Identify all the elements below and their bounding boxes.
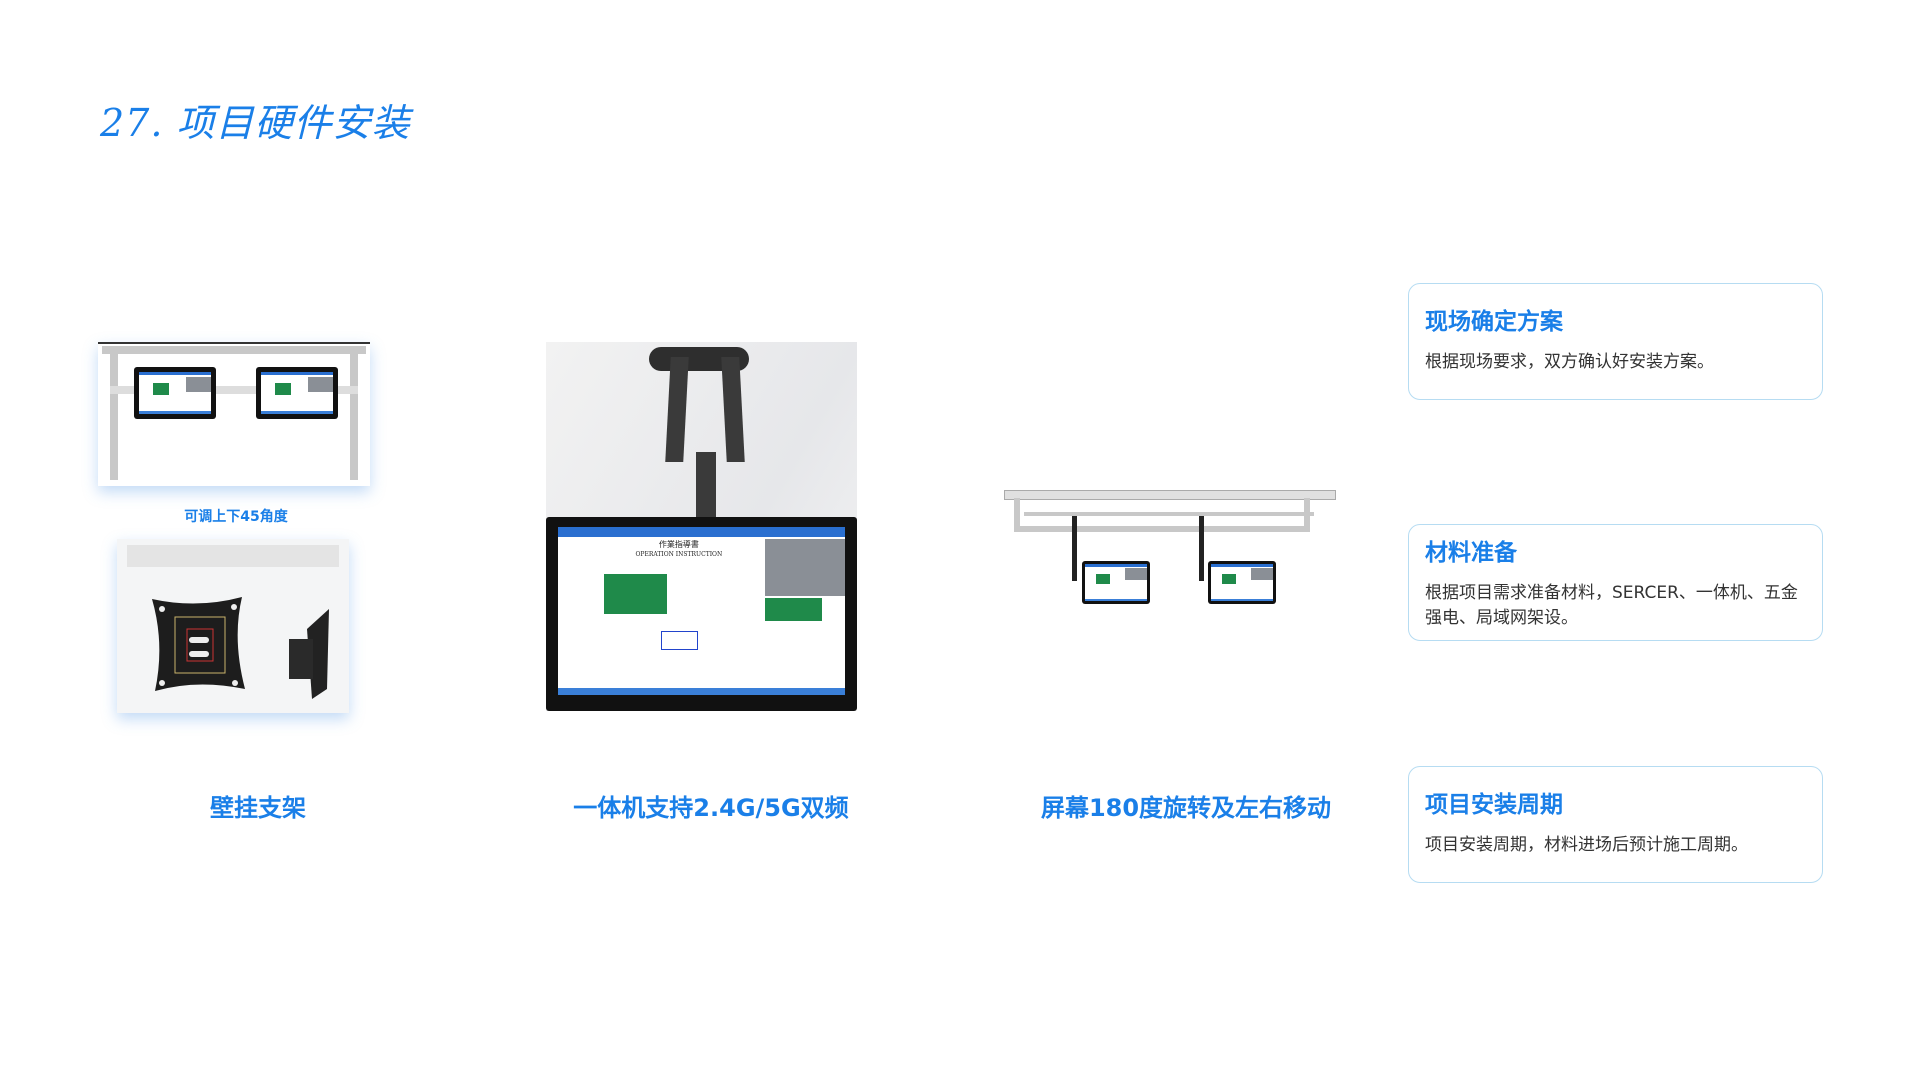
rack-cross-bar <box>110 386 358 394</box>
all-in-one-photo: 作業指導書 OPERATION INSTRUCTION <box>546 342 857 711</box>
rack-right-post <box>350 352 358 480</box>
rack-left-post <box>110 352 118 480</box>
wall-rack-photo <box>98 342 370 486</box>
all-in-one-caption: 一体机支持2.4G/5G双频 <box>573 794 849 822</box>
mount-arm-left <box>665 357 689 462</box>
frame-bottom-rail <box>1014 526 1310 532</box>
monitor-right <box>256 367 338 419</box>
screen-heading: 作業指導書 OPERATION INSTRUCTION <box>635 540 722 560</box>
screen-title-en: OPERATION INSTRUCTION <box>635 551 723 559</box>
card-body: 根据项目需求准备材料，SERCER、一体机、五金强电、局域网架设。 <box>1425 583 1798 628</box>
angle-label: 可调上下45角度 <box>184 509 288 525</box>
ceiling-rail-caption: 屏幕180度旋转及左右移动 <box>1040 794 1332 822</box>
card-body: 项目安装周期，材料进场后预计施工周期。 <box>1425 835 1748 855</box>
vesa-bracket-photo <box>117 539 349 713</box>
card-body: 根据现场要求，双方确认好安装方案。 <box>1425 352 1714 372</box>
card-install-period: 项目安装周期 项目安装周期，材料进场后预计施工周期。 <box>1408 766 1823 883</box>
screen-title-cn: 作業指導書 <box>658 540 699 550</box>
ceiling-panel <box>1004 490 1336 500</box>
page-title: 27. 项目硬件安装 <box>100 101 411 145</box>
mount-stem <box>696 452 716 517</box>
card-material-prep: 材料准备 根据项目需求准备材料，SERCER、一体机、五金强电、局域网架设。 <box>1408 524 1823 641</box>
spec-table-band <box>127 545 339 567</box>
frame-mid-rail <box>1024 512 1314 516</box>
ceiling-rail-photo <box>1004 486 1340 606</box>
all-in-one-screen: 作業指導書 OPERATION INSTRUCTION <box>546 517 857 711</box>
card-site-plan: 现场确定方案 根据现场要求，双方确认好安装方案。 <box>1408 283 1823 400</box>
card-title: 现场确定方案 <box>1425 309 1563 335</box>
rail-monitor-right <box>1208 561 1276 604</box>
wall-mount-caption: 壁挂支架 <box>210 794 306 822</box>
monitor-left <box>134 367 216 419</box>
rack-top-beam <box>102 346 366 354</box>
mount-arm-right <box>721 357 745 462</box>
card-title: 材料准备 <box>1425 540 1517 566</box>
pole-left <box>1072 516 1077 581</box>
rail-monitor-left <box>1082 561 1150 604</box>
rack-top-edge <box>98 342 370 344</box>
bracket-diagram <box>152 597 329 699</box>
frame-post-left <box>1014 498 1020 532</box>
card-title: 项目安装周期 <box>1425 792 1563 818</box>
pole-right <box>1199 516 1204 581</box>
